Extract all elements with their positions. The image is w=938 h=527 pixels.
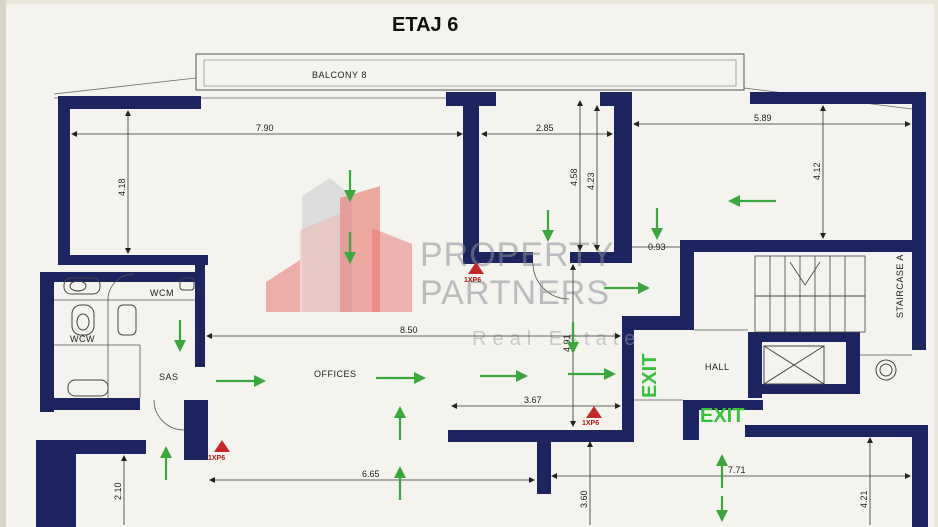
sink-wcw bbox=[67, 379, 109, 397]
balcony-rail-left bbox=[53, 77, 197, 95]
urinal bbox=[117, 304, 137, 336]
room-label-offices: OFFICES bbox=[314, 369, 357, 379]
balcony-label: BALCONY 8 bbox=[312, 70, 367, 80]
dim-5-89: 5.89 bbox=[754, 113, 772, 123]
arrow-down-icon bbox=[344, 170, 356, 202]
dim-6-65: 6.65 bbox=[362, 469, 380, 479]
sanitary-fixtures bbox=[63, 277, 897, 397]
room-label-wcw: WCW bbox=[70, 334, 95, 344]
dim-3-67: 3.67 bbox=[524, 395, 542, 405]
toilet-wcw bbox=[71, 304, 95, 336]
arrow-up-icon bbox=[716, 454, 728, 488]
arrow-down-icon bbox=[651, 208, 663, 240]
dim-0-93: 0.93 bbox=[648, 242, 666, 252]
dim-7-71: 7.71 bbox=[728, 465, 746, 475]
fire-extinguisher-marker: 1XP6 bbox=[464, 262, 484, 284]
dim-4-23: 4.23 bbox=[586, 172, 596, 190]
arrow-up-icon bbox=[394, 466, 406, 500]
exit-sign-horizontal: EXIT bbox=[700, 405, 744, 427]
room-label-sas: SAS bbox=[159, 372, 179, 382]
extinguisher-label: 1XP6 bbox=[582, 420, 599, 427]
arrow-down-icon bbox=[567, 322, 579, 354]
arrow-down-icon bbox=[174, 320, 186, 352]
arrow-down-icon bbox=[716, 496, 728, 522]
staircase bbox=[754, 255, 866, 333]
extinguisher-label: 1XP6 bbox=[464, 277, 481, 284]
arrow-up-icon bbox=[160, 446, 172, 480]
room-label-wcm: WCM bbox=[150, 288, 174, 298]
dim-2-10: 2.10 bbox=[113, 482, 123, 500]
warning-triangle-icon bbox=[214, 440, 230, 452]
dim-4-18: 4.18 bbox=[117, 178, 127, 196]
arrow-left-icon bbox=[728, 195, 776, 207]
sink-wcm bbox=[179, 277, 195, 291]
dim-4-12: 4.12 bbox=[812, 162, 822, 180]
watermark-line2: PARTNERS bbox=[420, 274, 610, 312]
fire-extinguisher-marker: 1XP6 bbox=[582, 406, 602, 427]
arrow-down-icon bbox=[344, 232, 356, 264]
dimension-labels: 7.90 2.85 5.89 4.18 4.58 4.23 4.12 0.93 … bbox=[113, 113, 869, 508]
elevator-shaft bbox=[763, 345, 825, 385]
warning-triangle-icon bbox=[468, 262, 484, 274]
watermark-line3: Real Estate bbox=[472, 328, 641, 350]
arrow-up-icon bbox=[394, 406, 406, 440]
dim-3-60: 3.60 bbox=[579, 490, 589, 508]
walls bbox=[36, 92, 928, 527]
fire-extinguisher-marker: 1XP6 bbox=[208, 440, 230, 462]
balcony-outline bbox=[195, 53, 745, 91]
dim-2-85: 2.85 bbox=[536, 123, 554, 133]
paper-shadow-left bbox=[0, 0, 6, 527]
dim-4-58: 4.58 bbox=[569, 168, 579, 186]
extinguisher-label: 1XP6 bbox=[208, 455, 225, 462]
watermark-line1: PROPERTY bbox=[420, 236, 614, 274]
evacuation-arrows bbox=[160, 170, 776, 522]
exit-sign-vertical: EXIT bbox=[639, 354, 661, 398]
arrow-right-icon bbox=[604, 282, 650, 294]
room-label-hall: HALL bbox=[705, 362, 730, 372]
arrow-right-icon bbox=[480, 370, 528, 382]
dim-4-21: 4.21 bbox=[859, 490, 869, 508]
room-label-staircase: STAIRCASE A bbox=[895, 254, 905, 318]
dim-7-90: 7.90 bbox=[256, 123, 274, 133]
arrow-right-icon bbox=[568, 368, 616, 380]
interior-lines bbox=[54, 262, 912, 431]
toilet-wcm bbox=[63, 277, 101, 295]
arrow-right-icon bbox=[376, 372, 426, 384]
warning-triangle-icon bbox=[586, 406, 602, 418]
plan-title: ETAJ 6 bbox=[392, 14, 458, 36]
arrow-down-icon bbox=[542, 210, 554, 242]
logo-building-red bbox=[266, 260, 300, 312]
balcony-inner bbox=[203, 59, 737, 87]
column-round bbox=[875, 359, 897, 381]
dim-8-50: 8.50 bbox=[400, 325, 418, 335]
dim-4-91: 4.91 bbox=[562, 334, 572, 352]
arrow-right-icon bbox=[216, 375, 266, 387]
